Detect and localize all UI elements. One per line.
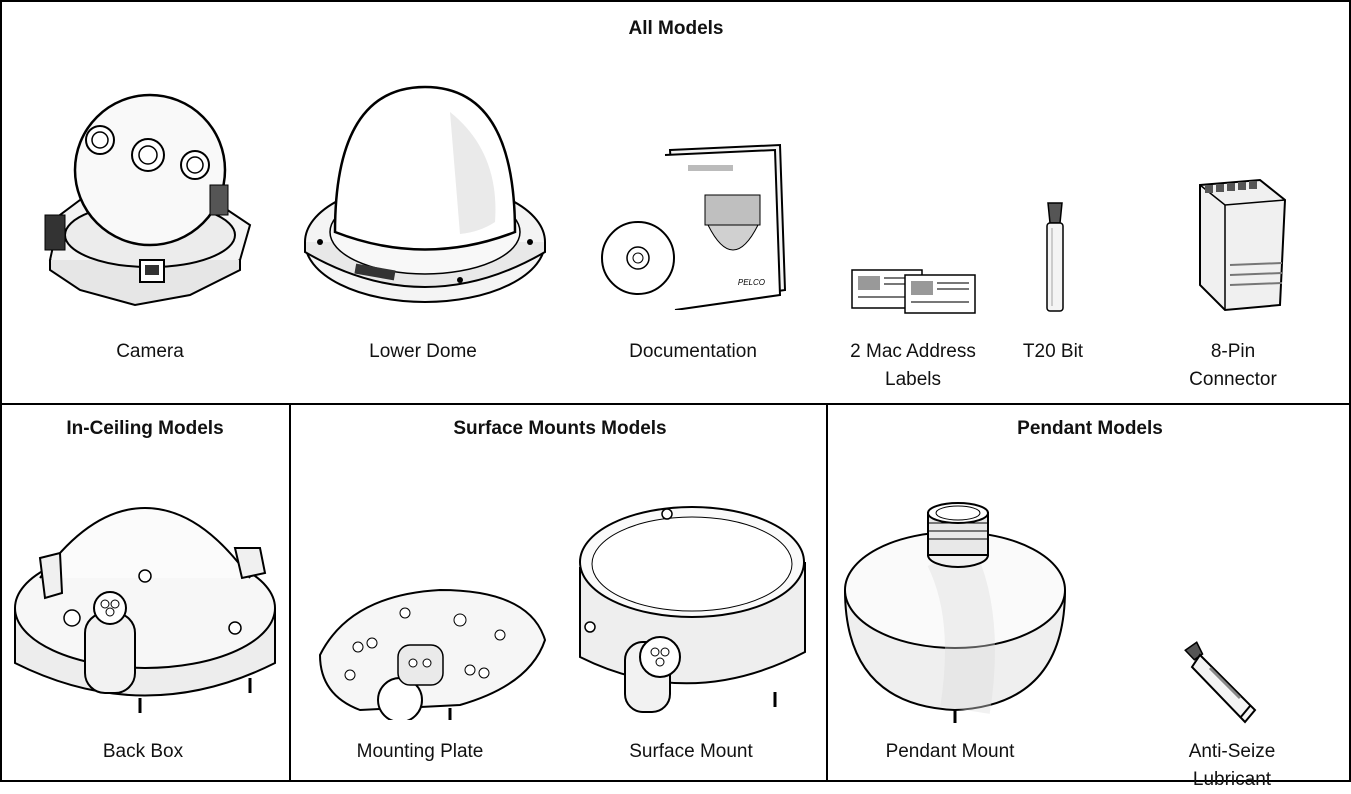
connector-icon (1190, 175, 1290, 315)
item-label-lower-dome: Lower Dome (369, 341, 477, 362)
section-title-surface-mounts: Surface Mounts Models (453, 418, 667, 439)
col-divider-1 (289, 403, 291, 782)
col-divider-2 (826, 403, 828, 782)
border-right (1349, 0, 1351, 782)
mounting-plate-icon (310, 585, 555, 720)
dome-camera-icon (40, 85, 260, 310)
brand-text: PELCO (738, 278, 765, 287)
t20-bit-icon (1040, 198, 1070, 318)
border-top (0, 0, 1351, 2)
section-title-in-ceiling: In-Ceiling Models (66, 418, 224, 439)
section-title-pendant: Pendant Models (1017, 418, 1163, 439)
item-label-pendant-mount: Pendant Mount (885, 741, 1015, 762)
item-label-mac-address-labels: 2 Mac Address Labels (850, 341, 976, 390)
item-label-documentation: Documentation (629, 341, 757, 362)
item-label-8-pin-connector: 8-Pin Connector (1189, 341, 1277, 390)
lubricant-tube-icon (1180, 640, 1270, 730)
item-label-t20-bit: T20 Bit (1022, 341, 1084, 362)
item-label-surface-mount: Surface Mount (629, 741, 753, 762)
lower-dome-icon (300, 82, 550, 307)
item-label-anti-seize-lubricant: Anti-Seize Lubricant (1188, 741, 1276, 790)
border-bottom (0, 780, 1351, 782)
item-label-back-box: Back Box (102, 741, 184, 762)
back-box-icon (10, 498, 280, 723)
section-title-all-models: All Models (628, 18, 724, 39)
row-divider (0, 403, 1351, 405)
item-label-camera: Camera (116, 341, 184, 362)
mac-address-labels-icon (850, 265, 980, 315)
documentation-icon: PELCO (600, 140, 790, 310)
surface-mount-icon (575, 492, 810, 722)
pendant-mount-icon (840, 495, 1070, 725)
item-label-mounting-plate: Mounting Plate (356, 741, 484, 762)
border-left (0, 0, 2, 782)
